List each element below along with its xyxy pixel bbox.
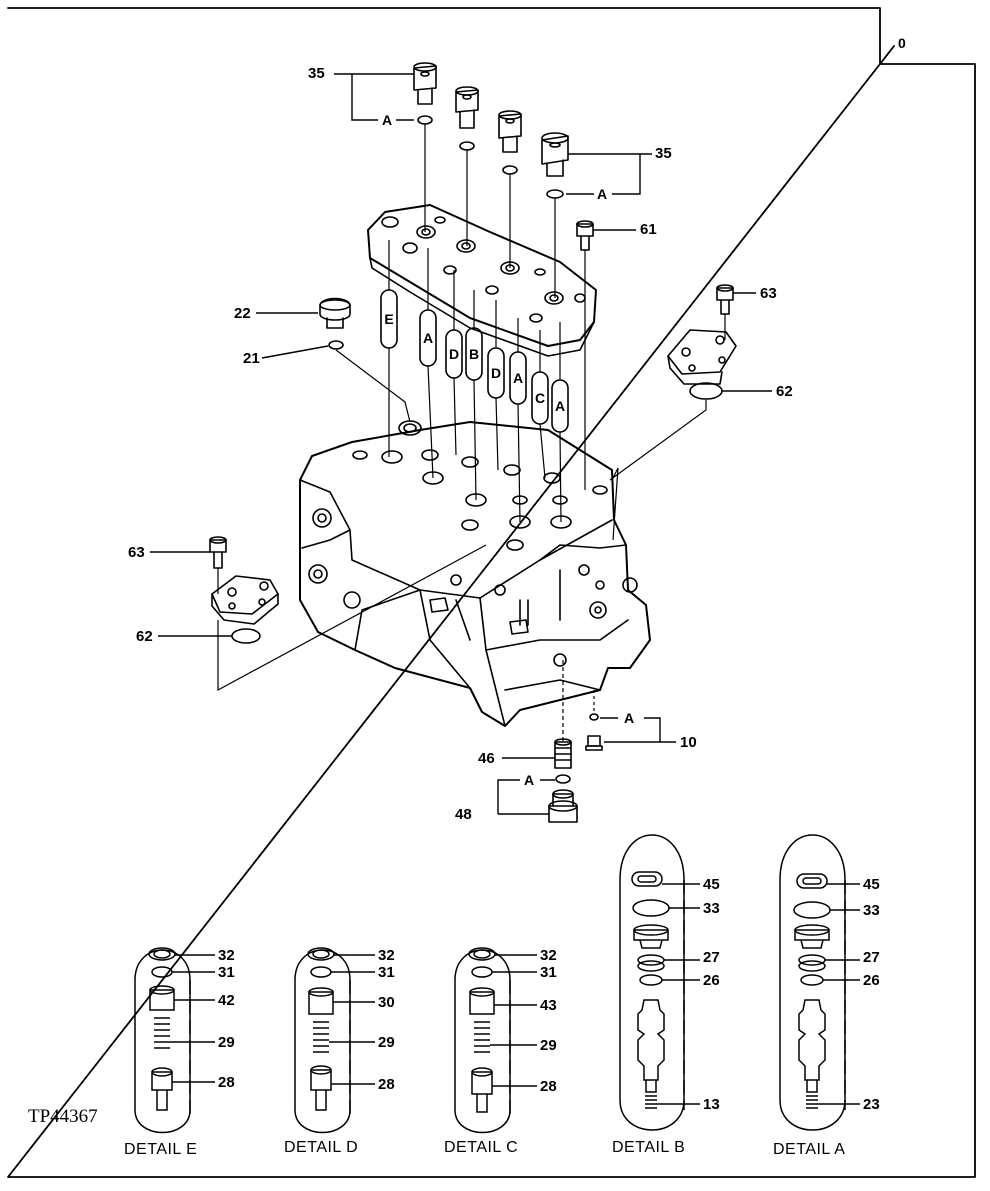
detail-c-part: 32 bbox=[540, 947, 557, 964]
callout-21: 21 bbox=[243, 350, 260, 367]
detail-e-part: 29 bbox=[218, 1034, 235, 1051]
detail-d-title: DETAIL D bbox=[284, 1139, 359, 1156]
screw-63-left bbox=[209, 536, 227, 569]
top-cover-plate bbox=[367, 204, 597, 357]
detail-c-part: 28 bbox=[540, 1078, 557, 1095]
left-flange-cover bbox=[211, 575, 279, 625]
detail-d-part: 29 bbox=[378, 1034, 395, 1051]
callout-62: 62 bbox=[776, 383, 793, 400]
callout-62: 62 bbox=[136, 628, 153, 645]
screw-63-right bbox=[716, 284, 734, 315]
detail-e-part: 42 bbox=[218, 992, 235, 1009]
capsule-label: B bbox=[469, 346, 479, 362]
capsule-label: D bbox=[491, 365, 501, 381]
screw-35-1 bbox=[413, 62, 437, 105]
detail-b-title: DETAIL B bbox=[612, 1139, 686, 1156]
screw-35-4 bbox=[541, 132, 569, 177]
detail-a-part: 26 bbox=[863, 972, 880, 989]
right-flange-cover bbox=[667, 329, 737, 385]
detail-c-part: 29 bbox=[540, 1037, 557, 1054]
detail-a-frame bbox=[779, 834, 846, 1131]
callout-35: 35 bbox=[308, 65, 325, 82]
marker-a: A bbox=[382, 112, 393, 128]
capsule-label: A bbox=[513, 370, 523, 386]
detail-c-title: DETAIL C bbox=[444, 1139, 519, 1156]
detail-d-part: 32 bbox=[378, 947, 395, 964]
marker-a: A bbox=[597, 186, 608, 202]
callout-22: 22 bbox=[234, 305, 251, 322]
screw-35-3 bbox=[498, 110, 522, 153]
callout-46: 46 bbox=[478, 750, 495, 767]
detail-b-part: 13 bbox=[703, 1096, 720, 1113]
detail-e-frame bbox=[134, 947, 191, 1134]
marker-a: A bbox=[624, 710, 635, 726]
capsule-label: D bbox=[449, 346, 459, 362]
callout-10: 10 bbox=[680, 734, 697, 751]
detail-c-part: 43 bbox=[540, 997, 557, 1014]
detail-c-part: 31 bbox=[540, 964, 557, 981]
detail-b-frame bbox=[619, 834, 685, 1131]
detail-a-part: 23 bbox=[863, 1096, 880, 1113]
figure-id: TP44367 bbox=[28, 1106, 98, 1127]
capsule-label: E bbox=[384, 311, 393, 327]
detail-e-part: 31 bbox=[218, 964, 235, 981]
detail-c-frame bbox=[454, 947, 511, 1134]
screw-35-2 bbox=[455, 86, 479, 129]
callout-61: 61 bbox=[640, 221, 657, 238]
screw-61 bbox=[576, 220, 594, 251]
capsule-label: A bbox=[423, 330, 433, 346]
detail-d-part: 30 bbox=[378, 994, 395, 1011]
capsule-label: C bbox=[535, 390, 545, 406]
callout-48: 48 bbox=[455, 806, 472, 823]
detail-a-part: 27 bbox=[863, 949, 880, 966]
detail-a-part: 45 bbox=[863, 876, 880, 893]
sheet-border bbox=[7, 7, 976, 1178]
plug-48 bbox=[548, 789, 578, 823]
detail-a-title: DETAIL A bbox=[773, 1141, 846, 1158]
part-46 bbox=[554, 738, 572, 769]
detail-e-title: DETAIL E bbox=[124, 1141, 198, 1158]
detail-d-part: 28 bbox=[378, 1076, 395, 1093]
plug-22 bbox=[319, 297, 351, 329]
valve-body bbox=[299, 420, 651, 727]
sheet-number: 0 bbox=[898, 35, 906, 51]
detail-e-part: 28 bbox=[218, 1074, 235, 1091]
detail-d-frame bbox=[294, 947, 351, 1134]
callout-63: 63 bbox=[128, 544, 145, 561]
detail-b-part: 33 bbox=[703, 900, 720, 917]
detail-b-part: 27 bbox=[703, 949, 720, 966]
detail-b-part: 45 bbox=[703, 876, 720, 893]
detail-a-part: 33 bbox=[863, 902, 880, 919]
detail-e-part: 32 bbox=[218, 947, 235, 964]
callout-35: 35 bbox=[655, 145, 672, 162]
detail-b-part: 26 bbox=[703, 972, 720, 989]
callout-63: 63 bbox=[760, 285, 777, 302]
spool-capsule-letters: E A D B D A C A bbox=[384, 311, 565, 414]
plug-10 bbox=[585, 735, 603, 751]
marker-a: A bbox=[524, 772, 535, 788]
detail-d-part: 31 bbox=[378, 964, 395, 981]
capsule-label: A bbox=[555, 398, 565, 414]
